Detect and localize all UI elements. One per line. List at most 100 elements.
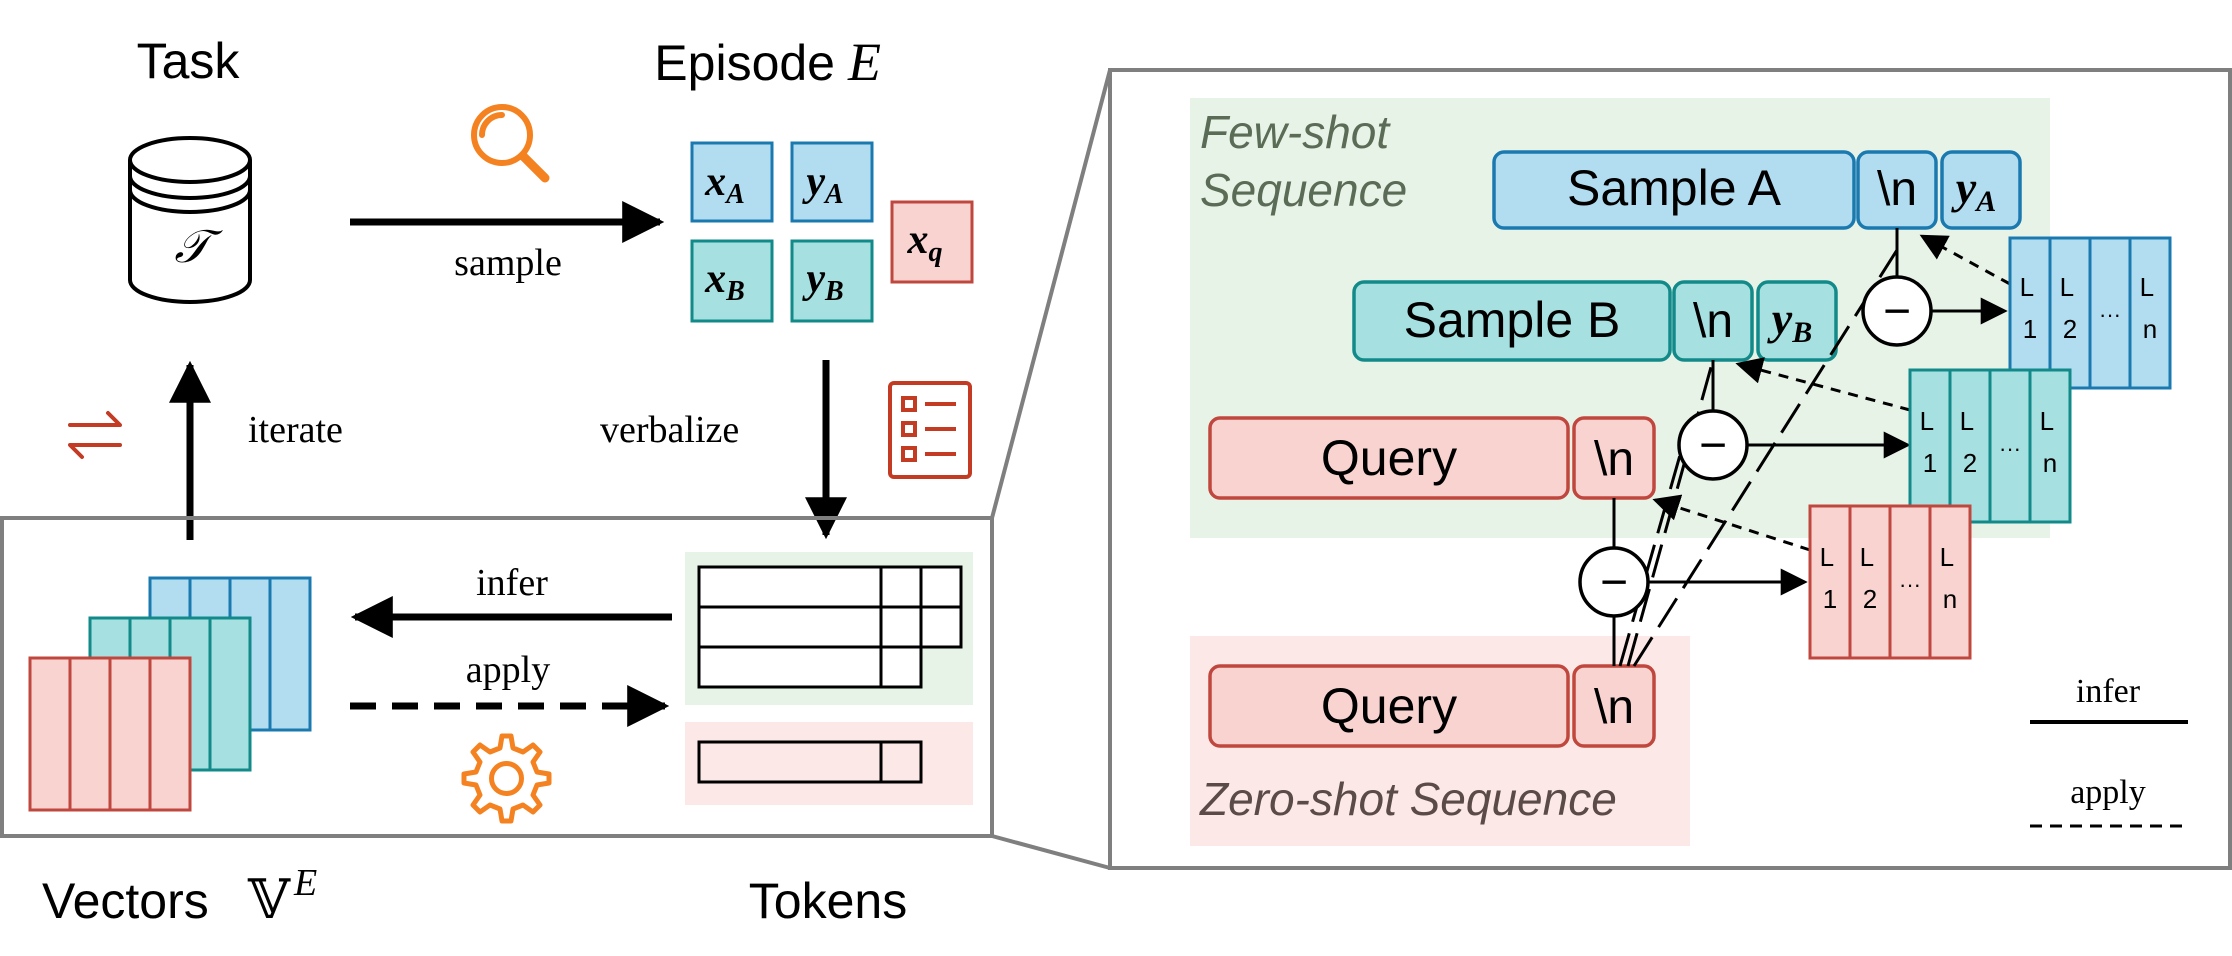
task-symbol: 𝒯	[174, 221, 223, 272]
cell-xq-text: x	[907, 217, 929, 263]
query-fewshot-text: Query	[1321, 430, 1457, 486]
layer-a-1-label: L	[2020, 272, 2034, 302]
layer-stack-b: L 1 L 2 ··· L n	[1908, 368, 2072, 524]
sample-a-text: Sample A	[1567, 160, 1782, 216]
cell-xA	[690, 141, 774, 223]
legend-apply-label: apply	[2070, 774, 2146, 811]
layer-q-2-label: L	[1860, 542, 1874, 572]
search-icon	[471, 104, 550, 183]
cell-xA-text: x	[704, 159, 726, 205]
token-table-zeroshot	[697, 740, 923, 784]
fewshot-label-line2: Sequence	[1200, 164, 1407, 216]
svg-text:L 2: L 2	[2060, 272, 2081, 344]
sample-b-y-sub: B	[1791, 316, 1812, 349]
zeroshot-label: Zero-shot Sequence	[1199, 773, 1617, 825]
swap-icon	[68, 411, 122, 459]
layer-a-n-num: n	[2143, 314, 2157, 344]
cell-xB-text: x	[704, 256, 726, 302]
svg-text:xq: xq	[907, 217, 943, 268]
layer-q-n-label: L	[1940, 542, 1954, 572]
query-fewshot-newline-text: \n	[1594, 433, 1634, 486]
episode-symbol: E	[847, 32, 881, 92]
layer-b-dots: ···	[1999, 436, 2021, 461]
sample-b-newline-text: \n	[1693, 295, 1733, 348]
svg-text:L n: L n	[2140, 272, 2161, 344]
svg-text:yB: yB	[801, 256, 843, 307]
query-fewshot-box	[1208, 416, 1570, 500]
zoom-line-bottom	[991, 834, 1111, 870]
sample-a-y: y	[1951, 162, 1977, 213]
fewshot-label-line1: Few-shot	[1200, 106, 1391, 158]
cell-xA-sub: A	[724, 179, 745, 210]
layer-a-n-label: L	[2140, 272, 2154, 302]
cell-yB-sub: B	[824, 276, 844, 307]
svg-text:yB: yB	[1767, 293, 1812, 349]
minus-operator-q-text: −	[1600, 556, 1628, 609]
task-label: Task	[137, 33, 241, 89]
vectors-symbol: 𝕍	[247, 870, 291, 930]
layer-a-1-num: 1	[2023, 314, 2037, 344]
svg-text:L 2: L 2	[1960, 406, 1981, 478]
svg-text:L 2: L 2	[1860, 542, 1881, 614]
query-zeroshot-text: Query	[1321, 678, 1457, 734]
vectors-label-text: Vectors	[42, 873, 209, 929]
token-table-fewshot	[697, 565, 963, 689]
verbalize-label: verbalize	[600, 409, 739, 451]
detail-frame	[1108, 68, 2232, 870]
tokens-label: Tokens	[749, 873, 907, 929]
layer-q-1-label: L	[1820, 542, 1834, 572]
infer-detail-arrows	[1648, 297, 2008, 596]
apply-label: apply	[466, 649, 550, 691]
minus-operator-b-text: −	[1699, 419, 1727, 472]
episode-label: Episode E	[654, 32, 881, 92]
layer-stack-a: L 1 L 2 ··· L n	[2008, 236, 2172, 390]
layer-b-1-num: 1	[1923, 448, 1937, 478]
layer-a-2-label: L	[2060, 272, 2074, 302]
layer-q-dots: ···	[1899, 572, 1921, 597]
legend: infer apply	[2030, 673, 2188, 828]
query-zeroshot-newline-text: \n	[1594, 681, 1634, 734]
svg-text:L 1: L 1	[2020, 272, 2041, 344]
layer-b-n-num: n	[2043, 448, 2057, 478]
checklist-icon	[888, 381, 972, 479]
query-zeroshot-box	[1208, 664, 1570, 748]
vectors-label: Vectors 𝕍 E	[42, 862, 317, 930]
cell-yB	[790, 239, 874, 323]
svg-text:yA: yA	[1951, 162, 1996, 218]
iterate-label: iterate	[248, 409, 343, 451]
cell-yA-sub: A	[823, 179, 844, 210]
legend-infer-label: infer	[2076, 673, 2141, 710]
zoom-line-top	[990, 69, 1112, 519]
sample-b-y: y	[1767, 293, 1793, 344]
layer-stack-q: L 1 L 2 ··· L n	[1808, 504, 1972, 660]
vectors-superscript: E	[293, 862, 317, 904]
sample-b-box	[1352, 280, 1672, 362]
overview-frame	[0, 516, 994, 838]
layer-q-2-num: 2	[1863, 584, 1877, 614]
sample-a-y-sub: A	[1974, 185, 1996, 218]
svg-text:L n: L n	[2040, 406, 2061, 478]
cell-xq-sub: q	[929, 237, 943, 268]
sample-a-newline-text: \n	[1877, 163, 1917, 216]
sample-b-text: Sample B	[1404, 292, 1621, 348]
apply-detail-arrows	[1652, 234, 2011, 552]
vector-stack-red	[28, 656, 192, 812]
layer-q-1-num: 1	[1823, 584, 1837, 614]
token-to-minus-lines	[1612, 228, 1899, 666]
svg-text:L 1: L 1	[1920, 406, 1941, 478]
task-jar-icon	[128, 136, 252, 304]
layer-a-2-num: 2	[2063, 314, 2077, 344]
sample-a-label-box	[1940, 150, 2022, 230]
episode-grid: xA yA xB yB xq	[690, 141, 974, 323]
svg-text:xB: xB	[704, 256, 745, 307]
svg-text:L 1: L 1	[1820, 542, 1841, 614]
gear-icon	[461, 733, 552, 824]
layer-b-1-label: L	[1920, 406, 1934, 436]
episode-label-text: Episode	[654, 35, 835, 91]
layer-q-n-num: n	[1943, 584, 1957, 614]
cell-xq	[890, 200, 974, 284]
layer-a-dots: ···	[2099, 302, 2121, 327]
sample-b-label-box	[1756, 280, 1838, 362]
layer-b-2-label: L	[1960, 406, 1974, 436]
